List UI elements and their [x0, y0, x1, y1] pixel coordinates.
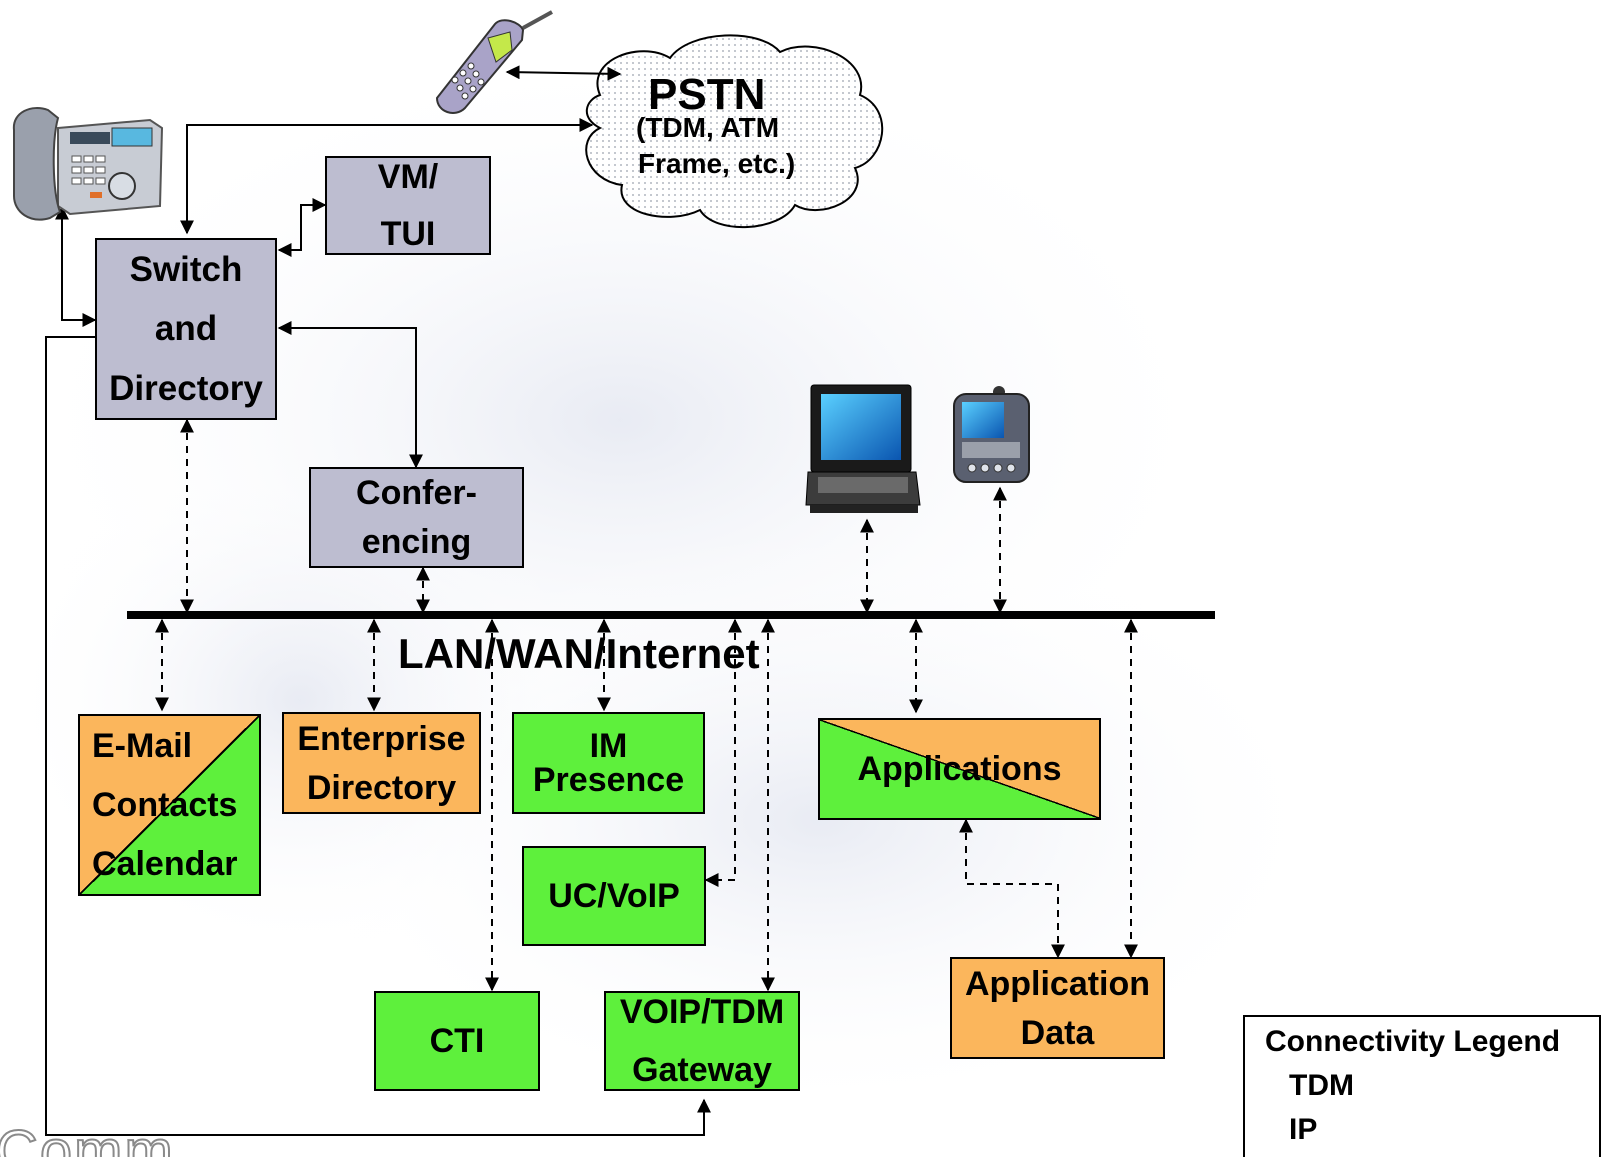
- legend-title: Connectivity Legend: [1265, 1025, 1561, 1058]
- email-contacts-calendar-box: E-Mail Contacts Calendar: [78, 714, 261, 896]
- application-data-box: Application Data: [950, 957, 1165, 1059]
- pstn-sublabel: (TDM, ATM: [636, 112, 780, 143]
- node-label: CTI: [429, 1022, 485, 1060]
- node-label: VM/: [377, 158, 439, 196]
- enterprise-directory-box: Enterprise Directory: [282, 712, 481, 814]
- switch-directory-box: Switch and Directory: [95, 238, 277, 420]
- pda-icon: [953, 386, 1030, 483]
- node-label: Contacts: [92, 785, 238, 824]
- pstn-cloud: [585, 34, 884, 228]
- node-label: encing: [361, 522, 472, 561]
- node-label: Switch: [129, 250, 243, 290]
- network-label: LAN/WAN/Internet: [398, 630, 760, 677]
- voip-tdm-gateway-box: VOIP/TDM Gateway: [604, 991, 800, 1091]
- connectivity-legend: Connectivity Legend TDM IP: [1243, 1015, 1601, 1157]
- node-label: Confer-: [356, 474, 477, 513]
- node-label: Calendar: [92, 845, 238, 884]
- tdm-connections: [45, 65, 711, 1136]
- pstn-sublabel: Frame, etc.): [638, 148, 796, 179]
- im-presence-box: IM Presence: [512, 712, 705, 814]
- desk-phone-icon: [12, 107, 164, 221]
- node-label: and: [154, 309, 218, 349]
- legend-tdm-label: TDM: [1289, 1069, 1354, 1102]
- vm-tui-box: VM/ TUI: [325, 156, 491, 255]
- node-label: Application: [964, 964, 1151, 1003]
- legend-ip-label: IP: [1289, 1113, 1318, 1146]
- laptop-icon: [805, 384, 921, 513]
- mobile-phone-icon: [435, 10, 553, 114]
- node-label: IM: [589, 727, 628, 765]
- node-label: Enterprise: [297, 719, 466, 758]
- node-label: Directory: [109, 368, 263, 408]
- node-label: Gateway: [632, 1051, 772, 1089]
- pstn-label: PSTN: [648, 70, 766, 119]
- node-label: TUI: [380, 215, 436, 253]
- conferencing-box: Confer- encing: [309, 467, 524, 568]
- ip-connections: [155, 418, 1138, 992]
- uc-voip-box: UC/VoIP: [522, 846, 706, 946]
- node-label: Directory: [306, 768, 457, 807]
- logo-text: Comm: [0, 1118, 175, 1157]
- node-label: VOIP/TDM: [619, 993, 785, 1031]
- node-label: Data: [1020, 1013, 1095, 1052]
- node-label: UC/VoIP: [548, 877, 680, 915]
- node-label: Applications: [857, 750, 1062, 788]
- cti-box: CTI: [374, 991, 540, 1091]
- applications-box: Applications: [818, 718, 1101, 820]
- node-label: Presence: [532, 761, 685, 799]
- node-label: E-Mail: [92, 726, 193, 765]
